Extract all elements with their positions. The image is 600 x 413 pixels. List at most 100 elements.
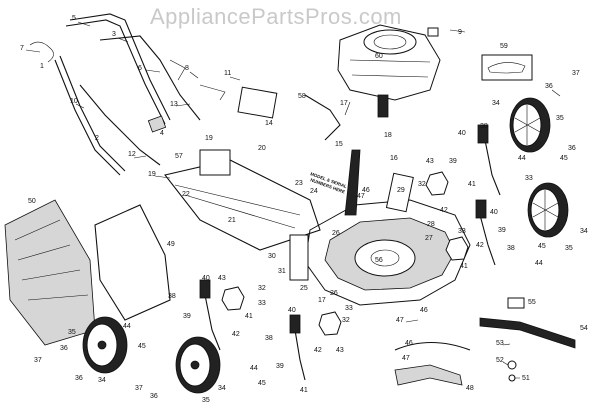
part-label-46b: 46 xyxy=(420,307,428,314)
part-label-17: 17 xyxy=(340,100,348,107)
part-label-1: 1 xyxy=(40,63,44,70)
part-label-38c: 38 xyxy=(168,293,176,300)
part-label-27: 27 xyxy=(425,235,433,242)
bracket xyxy=(237,86,278,119)
part-label-38d: 38 xyxy=(265,335,273,342)
part-label-40: 40 xyxy=(458,130,466,137)
part-label-34: 34 xyxy=(492,100,500,107)
part-label-2: 2 xyxy=(95,135,99,142)
part-label-33d: 33 xyxy=(345,305,353,312)
baffle xyxy=(394,364,463,386)
part-label-25: 25 xyxy=(300,285,308,292)
control-cable xyxy=(29,41,54,63)
bag-body xyxy=(4,199,96,346)
frame xyxy=(164,86,341,281)
part-label-41c: 41 xyxy=(245,313,253,320)
part-label-40c: 40 xyxy=(202,275,210,282)
part-label-5: 5 xyxy=(72,15,76,22)
part-label-44: 44 xyxy=(518,155,526,162)
part-label-58: 58 xyxy=(298,93,306,100)
part-label-40d: 40 xyxy=(288,307,296,314)
part-label-56: 56 xyxy=(375,257,383,264)
part-label-34b: 34 xyxy=(580,228,588,235)
part-label-37c: 37 xyxy=(34,357,42,364)
blade-housing xyxy=(354,239,416,277)
adjust-levers xyxy=(199,124,501,381)
part-label-35d: 35 xyxy=(202,397,210,404)
part-label-37d: 37 xyxy=(135,385,143,392)
part-label-36d: 36 xyxy=(75,375,83,382)
lever-knob-2 xyxy=(475,199,487,219)
part-label-42b: 42 xyxy=(476,242,484,249)
part-label-32: 32 xyxy=(418,181,426,188)
part-label-53: 53 xyxy=(496,340,504,347)
lower-handle-left xyxy=(54,59,121,176)
part-label-46c: 46 xyxy=(405,340,413,347)
blade xyxy=(479,317,576,349)
part-label-29: 29 xyxy=(397,187,405,194)
part-label-14: 14 xyxy=(265,120,273,127)
lower-handle-right xyxy=(79,84,161,166)
grass-bag xyxy=(4,199,171,346)
part-label-39b: 39 xyxy=(498,227,506,234)
part-label-9: 9 xyxy=(458,29,462,36)
part-label-49: 49 xyxy=(167,241,175,248)
part-label-41b: 41 xyxy=(460,263,468,270)
part-label-32b: 32 xyxy=(258,285,266,292)
part-label-44b: 44 xyxy=(535,260,543,267)
part-label-44d: 44 xyxy=(250,365,258,372)
part-label-33: 33 xyxy=(525,175,533,182)
blade-adapter xyxy=(507,297,525,309)
part-label-42d: 42 xyxy=(314,347,322,354)
part-label-57: 57 xyxy=(175,153,183,160)
mower-deck xyxy=(304,149,471,306)
part-label-45: 45 xyxy=(560,155,568,162)
leader-lines xyxy=(25,21,561,379)
part-label-13: 13 xyxy=(170,101,178,108)
part-label-38: 38 xyxy=(480,123,488,130)
part-label-47: 47 xyxy=(357,193,365,200)
part-label-33b: 33 xyxy=(458,228,466,235)
part-label-48: 48 xyxy=(466,385,474,392)
part-label-28: 28 xyxy=(427,221,435,228)
part-label-36e: 36 xyxy=(150,393,158,400)
part-label-45b: 45 xyxy=(538,243,546,250)
part-label-55: 55 xyxy=(528,299,536,306)
height-adjuster xyxy=(289,234,309,281)
part-label-12: 12 xyxy=(128,151,136,158)
part-label-52: 52 xyxy=(496,357,504,364)
lever-knob-3 xyxy=(199,279,211,299)
part-label-6: 6 xyxy=(138,65,142,72)
mid-handle xyxy=(99,35,201,121)
serial-tag xyxy=(344,149,361,216)
wheels xyxy=(82,97,569,394)
part-label-19: 19 xyxy=(205,135,213,142)
part-label-40b: 40 xyxy=(490,209,498,216)
part-label-26: 26 xyxy=(332,230,340,237)
part-label-51: 51 xyxy=(522,375,530,382)
part-label-42c: 42 xyxy=(232,331,240,338)
part-label-50: 50 xyxy=(28,198,36,205)
part-label-24: 24 xyxy=(310,188,318,195)
handle-knob xyxy=(147,115,167,133)
part-label-38b: 38 xyxy=(507,245,515,252)
part-label-39c: 39 xyxy=(183,313,191,320)
lever-knob-4 xyxy=(289,314,301,334)
part-label-39d: 39 xyxy=(276,363,284,370)
part-label-23: 23 xyxy=(295,180,303,187)
part-label-35: 35 xyxy=(556,115,564,122)
part-label-31: 31 xyxy=(278,268,286,275)
adjuster-plates xyxy=(221,171,469,336)
part-label-45c: 45 xyxy=(138,343,146,350)
part-label-21: 21 xyxy=(228,217,236,224)
part-label-59: 59 xyxy=(500,43,508,50)
wheel-rear-right xyxy=(509,97,551,153)
part-label-34c: 34 xyxy=(98,377,106,384)
engine-shaft xyxy=(377,94,389,118)
part-label-8: 8 xyxy=(185,65,189,72)
part-label-36c: 36 xyxy=(60,345,68,352)
part-label-47b: 47 xyxy=(396,317,404,324)
wheel-front-left xyxy=(175,336,221,394)
part-label-4: 4 xyxy=(160,130,164,137)
